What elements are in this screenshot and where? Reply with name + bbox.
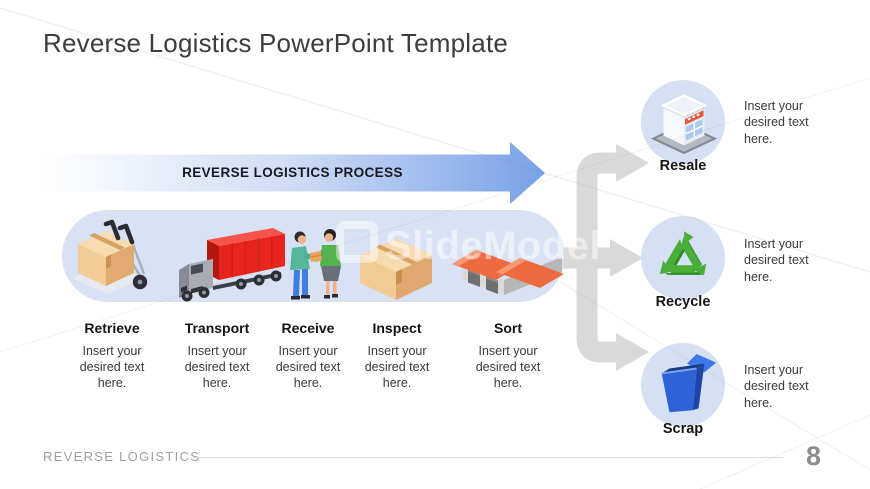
hand-truck-icon xyxy=(72,219,148,294)
recycle-icon xyxy=(657,231,709,276)
step-placeholder-text: Insert your desired text here. xyxy=(364,344,430,390)
step-label: Inspect xyxy=(372,320,422,336)
store-icon xyxy=(650,94,718,155)
step-label: Sort xyxy=(494,320,522,336)
page-title: Reverse Logistics PowerPoint Template xyxy=(43,28,509,58)
outcome-placeholder-text: Insert your desired text here. xyxy=(744,363,809,410)
step-retrieve: Retrieve Insert your desired text here. xyxy=(64,320,160,391)
slidemodel-watermark: SlideModel xyxy=(336,221,601,269)
cardboard-box-icon xyxy=(360,238,432,300)
step-label: Retrieve xyxy=(84,320,140,336)
outcome-label-recycle: Recycle xyxy=(655,294,711,310)
outcome-circle-recycle xyxy=(641,216,725,300)
outcome-label-scrap: Scrap xyxy=(662,421,704,437)
process-banner-label: REVERSE LOGISTICS PROCESS xyxy=(182,165,403,180)
step-transport: Transport Insert your desired text here. xyxy=(169,320,265,391)
slidemodel-logo-icon xyxy=(336,221,378,263)
step-inspect: Inspect Insert your desired text here. xyxy=(349,320,445,391)
step-receive: Receive Insert your desired text here. xyxy=(260,320,356,391)
step-placeholder-text: Insert your desired text here. xyxy=(475,344,541,390)
step-placeholder-text: Insert your desired text here. xyxy=(184,344,250,390)
footer-title: REVERSE LOGISTICS xyxy=(43,449,201,464)
step-placeholder-text: Insert your desired text here. xyxy=(275,344,341,390)
step-label: Receive xyxy=(281,320,335,336)
process-banner-arrow xyxy=(40,142,545,204)
footer-divider xyxy=(193,457,783,458)
cargo-truck-icon xyxy=(179,228,285,302)
scrap-bin-icon xyxy=(661,353,717,413)
step-sort: Sort Insert your desired text here. xyxy=(460,320,556,391)
step-label: Transport xyxy=(184,320,250,336)
warehouse-icon xyxy=(452,250,564,295)
outcome-label-resale: Resale xyxy=(659,158,707,174)
outcome-placeholder-text: Insert your desired text here. xyxy=(744,99,809,146)
outcome-placeholder-text: Insert your desired text here. xyxy=(744,237,809,284)
page-number: 8 xyxy=(806,441,822,471)
people-handover-icon xyxy=(290,229,341,300)
step-placeholder-text: Insert your desired text here. xyxy=(79,344,145,390)
